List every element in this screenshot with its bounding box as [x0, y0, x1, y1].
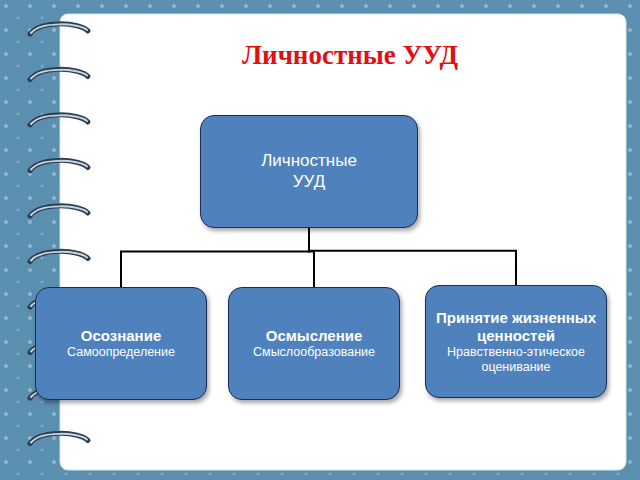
category-box: Принятие жизненных ценностейНравственно-… — [425, 285, 607, 398]
tree-connector — [121, 228, 309, 287]
spiral-ring — [30, 433, 88, 443]
spiral-ring-highlight — [31, 161, 87, 170]
category-box: ОсознаниеСамоопределение — [35, 287, 207, 400]
spiral-ring — [30, 251, 88, 261]
spiral-ring — [30, 206, 88, 216]
spiral-ring — [30, 115, 88, 125]
slide-title: Личностные УУД — [100, 40, 600, 71]
spiral-ring — [30, 160, 88, 170]
spiral-ring-highlight — [31, 115, 87, 124]
box-subtext: Смыслообразование — [253, 345, 375, 360]
spiral-ring — [30, 24, 88, 34]
root-box: Личностные УУД — [200, 115, 418, 228]
box-subtext: Самоопределение — [67, 345, 175, 360]
box-heading: Принятие жизненных ценностей — [432, 309, 600, 345]
spiral-ring-highlight — [31, 24, 87, 33]
spiral-ring-highlight — [31, 206, 87, 215]
box-subtext: Нравственно-этическое оценивание — [432, 345, 600, 375]
spiral-ring — [30, 69, 88, 79]
spiral-ring-highlight — [31, 434, 87, 443]
white-page — [60, 14, 626, 470]
box-heading: Личностные УУД — [249, 151, 369, 192]
spiral-ring-highlight — [31, 70, 87, 79]
tree-connector — [309, 228, 516, 285]
spiral-ring-highlight — [31, 252, 87, 261]
box-heading: Осознание — [81, 327, 161, 345]
box-heading: Осмысление — [266, 327, 363, 345]
category-box: ОсмыслениеСмыслообразование — [228, 287, 400, 400]
